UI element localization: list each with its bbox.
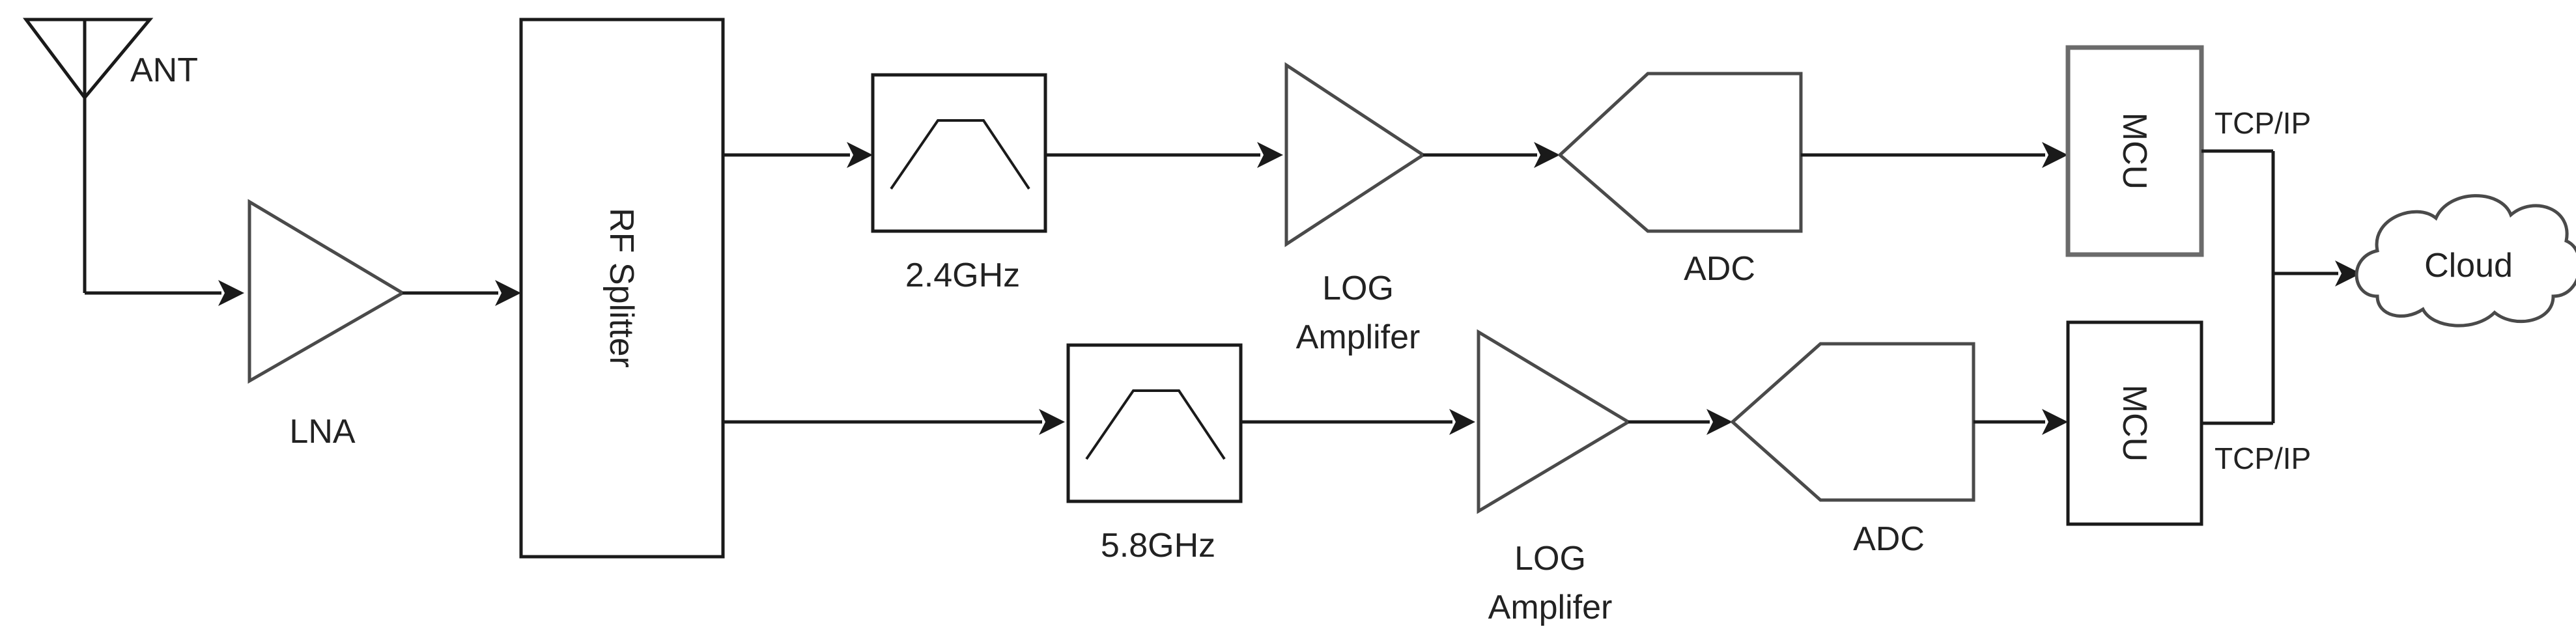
mcu-58-box	[2066, 320, 2203, 526]
connector-amp-adc-58	[1628, 409, 1733, 435]
lna-amplifier-icon	[248, 199, 406, 384]
antenna-label: ANT	[130, 51, 198, 89]
cloud-icon	[2355, 194, 2576, 328]
rf-splitter-label: RF Splitter	[602, 208, 640, 368]
connector-lna-splitter	[403, 280, 521, 306]
connector-amp-adc-24	[1423, 142, 1560, 168]
log-amplifier-58-label-line1: LOG	[1514, 540, 1586, 578]
bandpass-icon	[1085, 389, 1226, 460]
lna-label: LNA	[289, 413, 355, 451]
connector-filter-amp-58	[1241, 409, 1475, 435]
cloud-label: Cloud	[2424, 247, 2513, 285]
mcu-58-label: MCU	[2116, 385, 2153, 462]
tcpip-24-label: TCP/IP	[2215, 106, 2311, 140]
connector-mcu-cloud	[2201, 149, 2361, 425]
connector-adc-mcu-24	[1801, 142, 2068, 168]
tcpip-58-label: TCP/IP	[2215, 441, 2311, 475]
filter-24ghz	[871, 73, 1047, 233]
antenna-icon	[23, 18, 154, 293]
bandpass-icon	[890, 119, 1030, 190]
connector-filter-amp-24	[1045, 142, 1283, 168]
adc-58-label: ADC	[1853, 520, 1925, 558]
mcu-24-label: MCU	[2116, 113, 2153, 189]
log-amplifier-24-label-line1: LOG	[1322, 270, 1394, 307]
connector-splitter-filter-24	[723, 142, 873, 168]
connector-adc-mcu-58	[1974, 409, 2068, 435]
adc-24-icon	[1557, 72, 1803, 233]
filter-24ghz-label: 2.4GHz	[905, 257, 1020, 294]
mcu-24-box	[2065, 45, 2204, 257]
adc-24-label: ADC	[1684, 250, 1755, 288]
filter-58ghz-label: 5.8GHz	[1101, 527, 1215, 565]
log-amplifier-24-icon	[1284, 62, 1426, 247]
rf-splitter-box	[519, 18, 725, 559]
connector-splitter-filter-58	[723, 409, 1065, 435]
connector-ant-lna	[85, 280, 244, 306]
log-amplifier-24-label-line2: Amplifer	[1296, 318, 1421, 356]
log-amplifier-58-label-line2: Amplifer	[1488, 589, 1613, 626]
filter-58ghz	[1066, 343, 1243, 503]
log-amplifier-58-icon	[1477, 329, 1632, 514]
adc-58-icon	[1730, 342, 1975, 502]
